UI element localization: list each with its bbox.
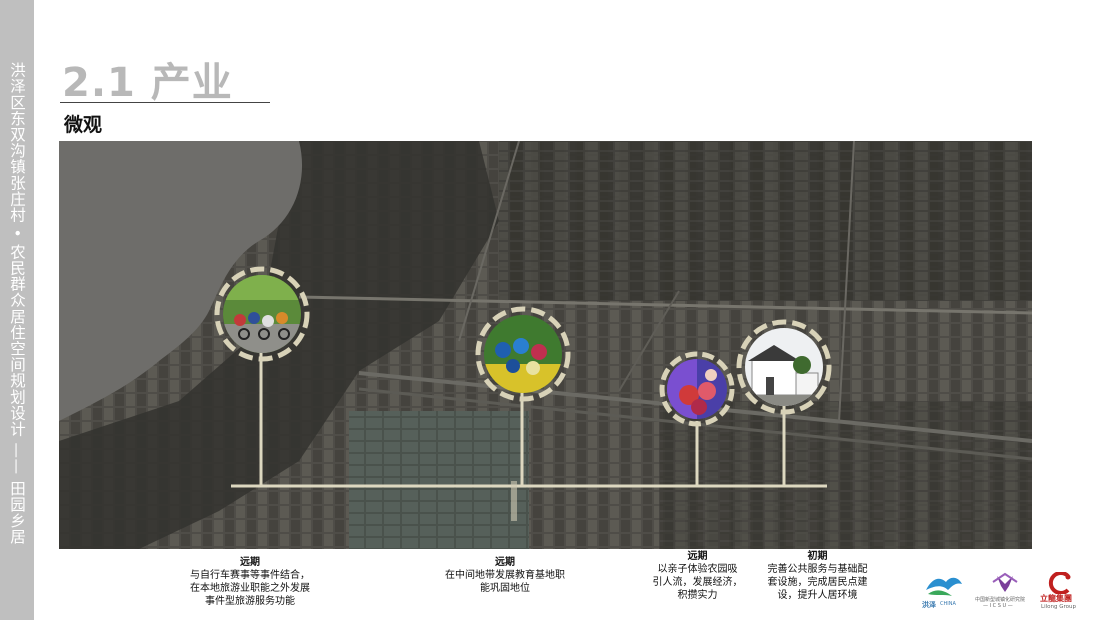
lilong-logo: 立龍集團 Lilong Group [1040,571,1080,614]
caption-phase: 远期 [495,557,515,568]
caption-line: 与自行车赛事等事件结合， [190,570,310,581]
caption-line: 事件型旅游服务功能 [205,596,295,607]
caption-line: 设，提升人居环境 [777,590,858,601]
hongze-logo: 洪泽 CHINA [922,572,966,612]
caption-phase: 初期 [807,551,828,562]
caption-line: 以亲子体验农园吸 [657,564,738,575]
caption-line: 在本地旅游业职能之外发展 [190,583,310,594]
lilong-logo-label: 立龍集團 [1040,594,1072,603]
lilong-logo-graphic [1048,571,1071,595]
parent-child-farm-photo [659,351,735,427]
caption-line: 在中间地带发展教育基地职 [445,570,565,581]
caption-phase: 远期 [240,557,260,568]
caption-public-services: 初期 完善公共服务与基础配 套设施，完成居民点建 设，提升人居环境 [755,550,880,602]
education-base-photo [475,306,571,402]
cycling-event-photo [214,266,310,362]
caption-line: 完善公共服务与基础配 [767,564,868,575]
caption-parent-child-farm: 远期 以亲子体验农园吸 引人流，发展经济， 积攒实力 [640,550,755,602]
hongze-logo-label: 洪泽 [922,601,936,609]
aerial-map [59,141,1032,549]
page-title: 2.1 产业 [62,60,233,106]
page-subtitle: 微观 [64,114,103,136]
sidebar: 洪泽区东双沟镇张庄村 • 农民群众居住空间规划设计 —— 田园乡居 [0,0,34,620]
caption-line: 引人流，发展经济， [652,577,743,588]
caption-cycling-event: 远期 与自行车赛事等事件结合， 在本地旅游业职能之外发展 事件型旅游服务功能 [170,556,330,608]
aerial-map-graphic [59,141,1032,549]
hongze-logo-graphic [926,577,962,596]
caption-line: 能巩固地位 [480,583,530,594]
caption-line: 套设施，完成居民点建 [767,577,868,588]
icsu-logo-graphic [992,572,1018,592]
caption-line: 积攒实力 [677,590,718,601]
caption-education-base: 远期 在中间地带发展教育基地职 能巩固地位 [425,556,585,595]
lilong-logo-sub: Lilong Group [1041,604,1076,610]
title-divider [60,102,270,103]
icsu-logo-label: 中国新型城镇化研究院 [975,597,1026,603]
caption-phase: 远期 [687,551,708,562]
icsu-logo: 中国新型城镇化研究院 — I C S U — [975,572,1035,614]
residential-environment-photo [736,319,832,415]
icsu-logo-sub: — I C S U — [983,603,1013,609]
sidebar-title: 洪泽区东双沟镇张庄村 • 农民群众居住空间规划设计 —— 田园乡居 [8,62,26,545]
hongze-logo-sub: CHINA [940,601,956,607]
